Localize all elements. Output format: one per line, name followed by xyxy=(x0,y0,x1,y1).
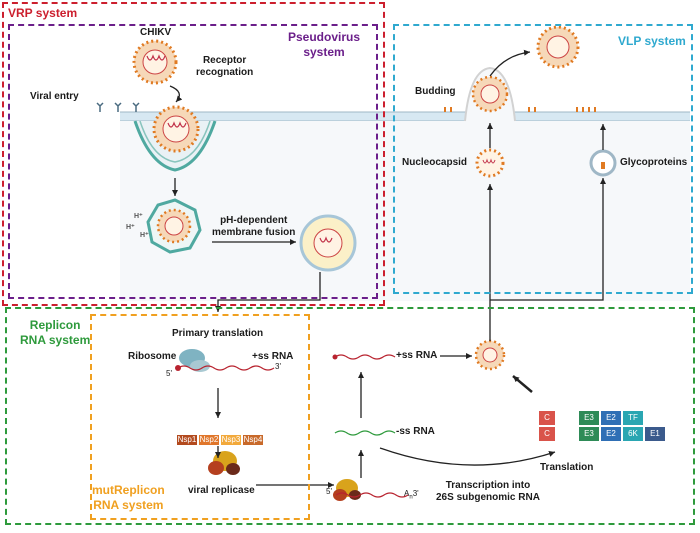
minus-ss-rna-label: -ss RNA xyxy=(396,426,435,437)
plus-ss-rna-left-label: +ss RNA xyxy=(252,351,294,362)
fusion-vesicle-icon xyxy=(299,214,357,272)
cell-membrane xyxy=(120,111,690,301)
pseudovirus-system-title: Pseudovirus system xyxy=(288,30,361,59)
protein-e3: E3 xyxy=(578,410,600,426)
primary-translation-label: Primary translation xyxy=(172,328,264,339)
mutreplicon-system-title: mutReplicon RNA system xyxy=(92,483,165,512)
protein-c: C xyxy=(538,410,556,426)
ribosome-label: Ribosome xyxy=(128,351,177,362)
viral-replicase-label: viral replicase xyxy=(188,485,255,496)
translation-label: Translation xyxy=(540,462,594,473)
replicon-rna-strand xyxy=(335,492,409,498)
vlp-virion-icon xyxy=(536,25,580,69)
assembled-virion-icon xyxy=(474,339,506,371)
budding-label: Budding xyxy=(415,86,456,97)
nucleocapsid-label: Nucleocapsid xyxy=(402,157,468,168)
rna-5prime-dot xyxy=(332,354,338,360)
chikv-virion-icon xyxy=(132,39,178,85)
transcription-label: Transcription into 26S subgenomic RNA xyxy=(436,480,540,503)
replicon-system-title: Replicon RNA system xyxy=(20,318,91,347)
nsp-nsp3: Nsp3 xyxy=(220,434,242,446)
flow-arrows xyxy=(169,49,606,488)
vrp-system-box xyxy=(2,2,385,306)
ph-fusion-label: pH-dependent membrane fusion xyxy=(212,215,296,238)
replicon-system-box xyxy=(5,307,695,525)
budding-virion-icon xyxy=(464,66,516,122)
viral-replicase-icon xyxy=(208,451,240,475)
nsp-nsp1: Nsp1 xyxy=(176,434,198,446)
h-plus-label-3: H⁺ xyxy=(140,232,149,239)
vlp-system-title: VLP system xyxy=(618,34,686,48)
plus-rna-strand-left xyxy=(177,365,275,371)
receptor-icon xyxy=(96,102,140,112)
plus-rna-strand-right xyxy=(334,354,396,360)
mutreplicon-system-box xyxy=(90,314,310,520)
receptor-recognation-label: Receptor recognation xyxy=(196,55,254,78)
membrane-glycoprotein-icon xyxy=(444,107,596,112)
five-prime-label-right: 5' xyxy=(326,487,332,496)
three-prime-label-left: 3' xyxy=(275,362,281,371)
vrp-system-title: VRP system xyxy=(8,6,78,20)
viral-entry-label: Viral entry xyxy=(30,91,79,102)
plus-ss-rna-right-label: +ss RNA xyxy=(396,350,438,361)
chikv-bound-virus-icon xyxy=(152,105,200,153)
nsp-nsp2: Nsp2 xyxy=(198,434,220,446)
protein-e1: E1 xyxy=(644,426,666,442)
protein-e3: E3 xyxy=(578,426,600,442)
protein-6k: 6K xyxy=(622,426,644,442)
nsp-nsp4: Nsp4 xyxy=(242,434,264,446)
minus-rna-strand xyxy=(334,430,396,436)
protein-tf: TF xyxy=(622,410,644,426)
protein-e2: E2 xyxy=(600,426,622,442)
protein-e2: E2 xyxy=(600,410,622,426)
poly-a-label: An3' xyxy=(404,489,419,501)
h-plus-label-1: H⁺ xyxy=(134,213,143,220)
glycoprotein-vesicle-icon xyxy=(589,149,617,177)
h-plus-label-2: H⁺ xyxy=(126,224,135,231)
five-prime-label-left: 5' xyxy=(166,369,172,378)
endosome-virus-icon xyxy=(146,198,202,254)
glycoproteins-label: Glycoproteins xyxy=(620,157,688,168)
vlp-system-box xyxy=(393,24,693,294)
chikv-label: CHIKV xyxy=(140,27,172,38)
nucleocapsid-icon xyxy=(475,148,505,178)
pseudovirus-system-box xyxy=(8,24,378,299)
protein-c: C xyxy=(538,426,556,442)
